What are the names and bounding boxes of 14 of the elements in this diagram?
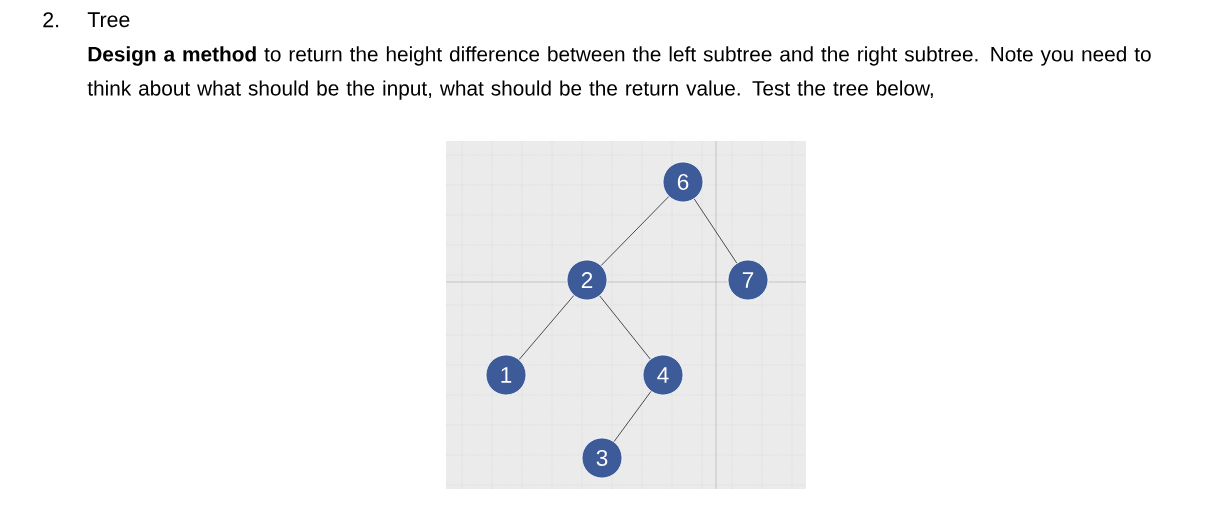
tree-node: 6 (662, 161, 704, 203)
tree-edge (599, 295, 651, 360)
tree-node: 7 (727, 259, 769, 301)
tree-edge (518, 295, 575, 360)
paragraph: Design a method to return the height difference between the left subtree and the right subtree. Note you need to think about what should be the input, what should be the return value. Test the tree below, (87, 46, 1151, 100)
tree-node: 2 (566, 259, 608, 301)
tree-node: 4 (642, 354, 684, 396)
tree-edge (693, 198, 738, 264)
heading: Tree (87, 12, 130, 28)
tree-node: 3 (581, 437, 623, 479)
tree-edge (613, 390, 652, 443)
list-number: 2. (43, 12, 59, 28)
tree-edge (600, 196, 670, 266)
tree-node: 1 (485, 354, 527, 396)
